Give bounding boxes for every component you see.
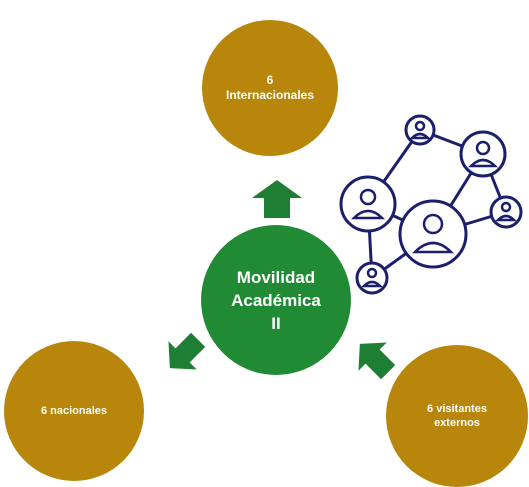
people-network-icon xyxy=(339,114,523,295)
node-nacionales-label: 6 nacionales xyxy=(40,405,108,417)
arrow-up-icon xyxy=(252,180,302,218)
arrow-up-left-icon xyxy=(358,342,396,380)
node-center-label: Movilidad Académica II xyxy=(231,267,321,333)
node-internacionales-label: 6 Internacionales xyxy=(225,73,315,102)
node-nacionales: 6 nacionales xyxy=(4,341,144,481)
arrow-down-left-icon xyxy=(168,332,206,370)
node-visitantes-externos: 6 visitantes externos xyxy=(386,345,528,487)
node-visitantes-externos-label: 6 visitantes externos xyxy=(427,403,487,429)
node-internacionales: 6 Internacionales xyxy=(202,20,338,156)
node-center-movilidad: Movilidad Académica II xyxy=(201,225,351,375)
